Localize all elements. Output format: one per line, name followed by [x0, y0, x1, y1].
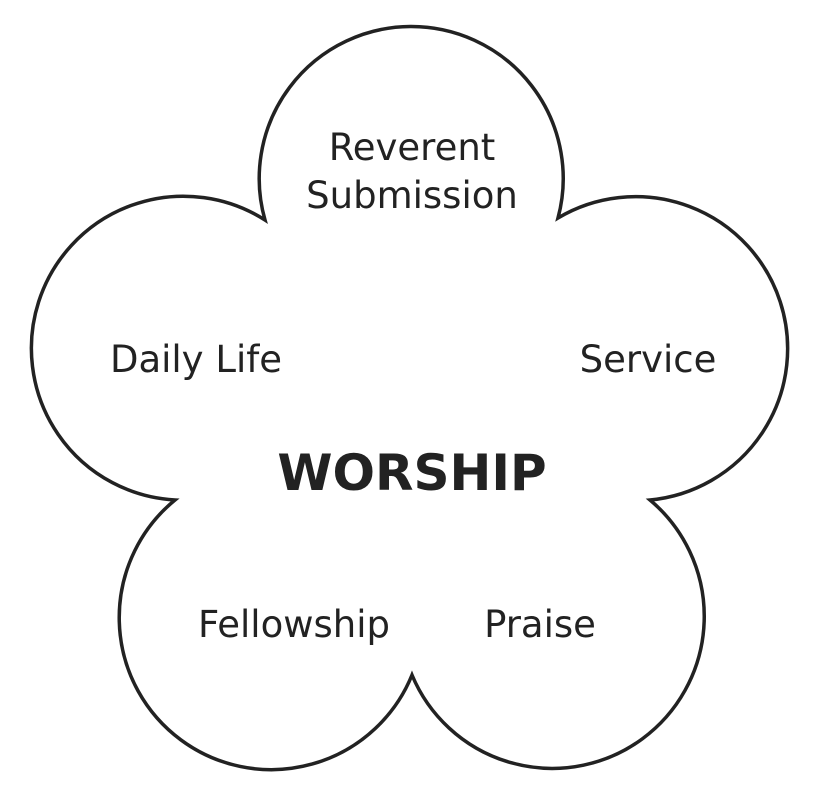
petal-reverent-submission-line1: Reverent: [329, 126, 496, 169]
petal-daily-life: Daily Life: [110, 338, 282, 381]
petal-service: Service: [580, 338, 717, 381]
petal-reverent-submission-line2: Submission: [306, 174, 518, 217]
petal-fellowship: Fellowship: [198, 603, 390, 646]
petal-praise: Praise: [484, 603, 596, 646]
center-label: WORSHIP: [277, 444, 546, 502]
flower-outline: [29, 24, 790, 772]
